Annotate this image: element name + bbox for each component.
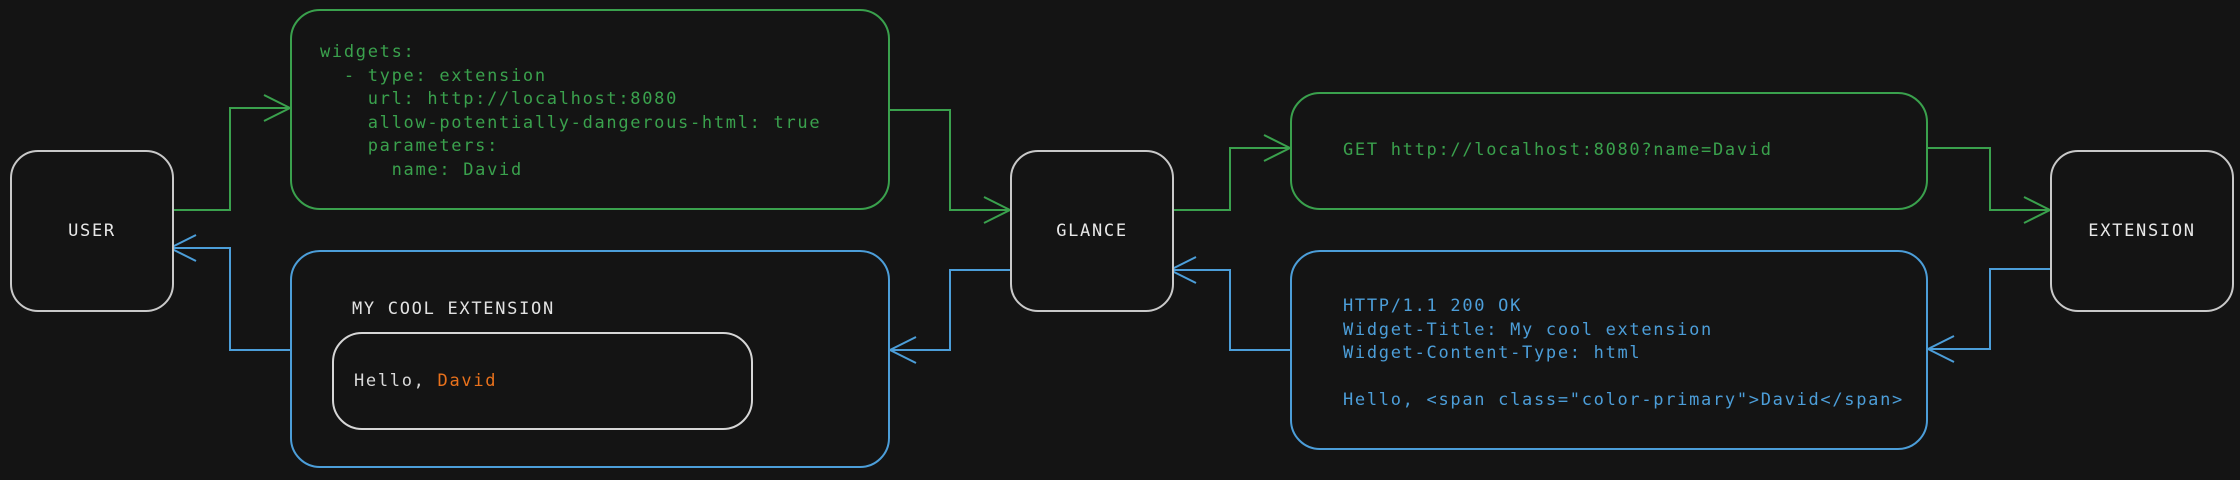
widget-title: MY COOL EXTENSION	[352, 299, 555, 319]
http-line: Widget-Title: My cool extension	[1343, 319, 1713, 340]
node-glance-label: GLANCE	[1056, 221, 1128, 241]
yaml-config-box: widgets: - type: extension url: http://l…	[290, 9, 890, 210]
rendered-widget-box: MY COOL EXTENSION Hello, David	[290, 250, 890, 468]
http-line: Hello, <span class="color-primary">David…	[1343, 390, 1904, 410]
http-line: Widget-Content-Type: html	[1343, 343, 1642, 363]
arrow-user-to-config	[170, 94, 293, 211]
node-glance: GLANCE	[1010, 150, 1174, 312]
yaml-line: - type: extension	[320, 65, 547, 86]
node-user-label: USER	[68, 221, 116, 241]
yaml-line: url: http://localhost:8080	[320, 89, 679, 109]
get-request-box: GET http://localhost:8080?name=David	[1290, 92, 1928, 210]
yaml-config-code: widgets: - type: extension url: http://l…	[320, 41, 888, 182]
node-user: USER	[10, 150, 174, 312]
yaml-line: widgets:	[320, 42, 416, 62]
arrow-glance-to-widget	[887, 269, 1010, 364]
yaml-line: allow-potentially-dangerous-html: true	[320, 112, 822, 133]
yaml-line: name: David	[320, 159, 523, 180]
arrow-get-to-extension	[1928, 147, 2053, 224]
arrow-glance-to-get	[1170, 134, 1293, 211]
http-response-code: HTTP/1.1 200 OK Widget-Title: My cool ex…	[1343, 295, 1926, 413]
node-extension-label: EXTENSION	[2088, 221, 2196, 241]
http-response-box: HTTP/1.1 200 OK Widget-Title: My cool ex…	[1290, 250, 1928, 450]
yaml-line: parameters:	[320, 136, 500, 156]
node-extension: EXTENSION	[2050, 150, 2234, 312]
greeting-prefix: Hello,	[354, 371, 438, 391]
arrow-widget-to-user	[167, 234, 290, 351]
http-line	[1343, 366, 1926, 390]
greeting-name: David	[437, 371, 498, 391]
arrow-config-to-glance	[890, 109, 1013, 224]
get-request-text: GET http://localhost:8080?name=David	[1343, 140, 1773, 161]
http-line: HTTP/1.1 200 OK	[1343, 296, 1523, 316]
arrow-response-to-glance	[1167, 256, 1290, 351]
arrow-extension-to-response	[1925, 268, 2050, 363]
widget-greeting-box: Hello, David	[332, 332, 753, 430]
